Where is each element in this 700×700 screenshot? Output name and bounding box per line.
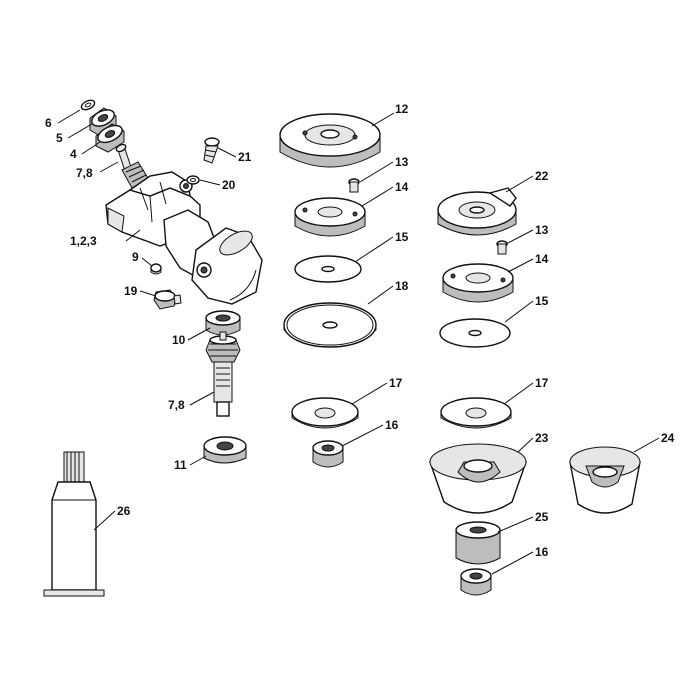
label-16-mid: 16 — [385, 418, 399, 432]
label-23: 23 — [535, 431, 549, 445]
label-12: 12 — [395, 102, 409, 116]
part-24-cup — [569, 446, 641, 514]
part-7-8-bevel-gear-shaft — [205, 331, 241, 417]
leader-lines — [57, 109, 660, 575]
part-19-screw-plug — [153, 289, 182, 310]
part-22-thrust-plate — [437, 187, 517, 236]
label-7-8-top: 7,8 — [76, 166, 93, 180]
part-17-thrust-plate-right — [440, 397, 512, 429]
label-13-mid: 13 — [395, 155, 409, 169]
part-12-thrust-plate — [279, 113, 381, 168]
part-17-thrust-plate-mid — [291, 397, 359, 429]
part-13-screw-right — [496, 240, 508, 255]
part-16-nut-mid — [312, 440, 344, 468]
label-6: 6 — [45, 116, 52, 130]
part-26-grease-tube — [43, 451, 105, 597]
label-22: 22 — [535, 169, 549, 183]
part-18-large-disc — [283, 302, 377, 348]
label-24: 24 — [661, 431, 675, 445]
label-16-right: 16 — [535, 545, 549, 559]
label-19: 19 — [124, 284, 138, 298]
part-20-washer — [186, 175, 200, 185]
part-25-sleeve — [455, 521, 501, 565]
label-9: 9 — [132, 250, 139, 264]
part-23-cup — [429, 443, 527, 514]
label-14-right: 14 — [535, 252, 549, 266]
part-15-disc-mid — [294, 255, 362, 283]
part-9-plug — [150, 263, 162, 275]
part-14-thrust-washer-mid — [294, 197, 366, 237]
label-25: 25 — [535, 510, 549, 524]
label-17-mid: 17 — [389, 376, 403, 390]
part-15-disc-right — [439, 318, 511, 348]
label-20: 20 — [222, 178, 236, 192]
part-10-ball-bearing — [205, 310, 241, 336]
label-21: 21 — [238, 150, 252, 164]
part-number-labels: 6 5 4 7,8 1,2,3 9 19 10 7,8 11 26 21 20 … — [45, 102, 675, 559]
label-26: 26 — [117, 504, 131, 518]
part-6-ring — [80, 99, 96, 111]
part-14-thrust-washer-right — [442, 263, 514, 303]
label-13-right: 13 — [535, 223, 549, 237]
label-18: 18 — [395, 279, 409, 293]
label-7-8-lower: 7,8 — [168, 398, 185, 412]
label-1-2-3: 1,2,3 — [70, 234, 97, 248]
label-17-right: 17 — [535, 376, 549, 390]
part-5-nut — [89, 107, 117, 138]
label-14-mid: 14 — [395, 180, 409, 194]
part-21-screw — [203, 137, 220, 164]
part-16-nut-right — [460, 568, 492, 596]
label-15-right: 15 — [535, 294, 549, 308]
label-5: 5 — [56, 131, 63, 145]
label-11: 11 — [174, 458, 187, 472]
part-1-2-3-gear-housing — [105, 171, 263, 305]
part-11-ball-bearing — [203, 436, 247, 464]
label-10: 10 — [172, 333, 186, 347]
part-13-screw-mid — [348, 178, 360, 193]
label-15-mid: 15 — [395, 230, 409, 244]
part-4-ring-nut — [95, 123, 125, 153]
label-4: 4 — [70, 147, 77, 161]
